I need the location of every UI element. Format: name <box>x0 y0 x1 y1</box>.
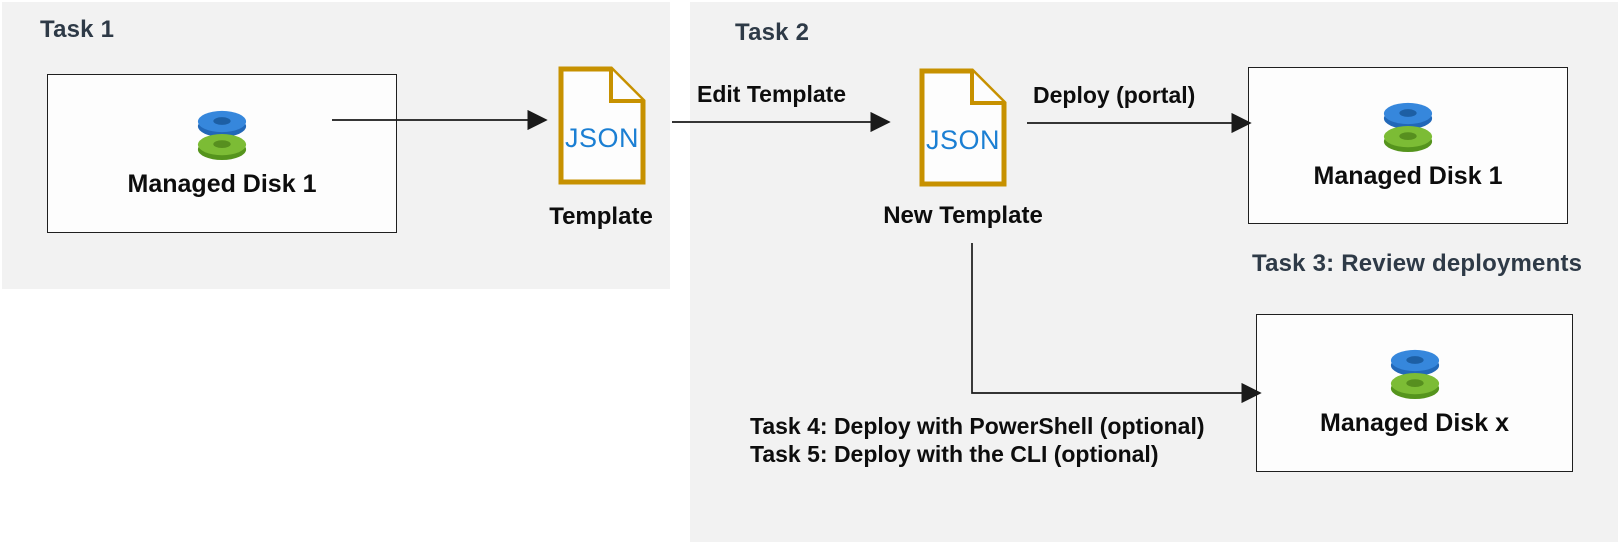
managed-disk-1-box: Managed Disk 1 <box>47 74 397 233</box>
json-template-file-icon: JSON <box>558 66 646 190</box>
task1-heading: Task 1 <box>40 16 115 43</box>
template-caption: Template <box>549 203 653 230</box>
task45-text-block: Task 4: Deploy with PowerShell (optional… <box>750 412 1205 468</box>
json-file-text: JSON <box>926 125 1000 155</box>
managed-disk-icon <box>1383 102 1433 152</box>
task2-heading: Task 2 <box>735 19 810 46</box>
managed-disk-icon <box>197 110 247 160</box>
edit-template-label: Edit Template <box>697 81 847 107</box>
json-file-text: JSON <box>565 123 639 153</box>
managed-disk-x-label: Managed Disk x <box>1320 409 1509 437</box>
managed-disk-1-deployed-label: Managed Disk 1 <box>1313 161 1503 190</box>
deploy-portal-label: Deploy (portal) <box>1033 82 1196 108</box>
new-template-caption: New Template <box>883 202 1043 229</box>
managed-disk-icon <box>1390 349 1439 400</box>
task4-line: Task 4: Deploy with PowerShell (optional… <box>750 413 1205 439</box>
managed-disk-1-label: Managed Disk 1 <box>127 169 317 198</box>
task5-line: Task 5: Deploy with the CLI (optional) <box>750 441 1159 467</box>
task3-heading: Task 3: Review deployments <box>1252 250 1583 277</box>
json-new-template-file-icon: JSON <box>919 68 1007 192</box>
managed-disk-x-box: Managed Disk x <box>1256 314 1573 472</box>
managed-disk-1-deployed-box: Managed Disk 1 <box>1248 67 1568 224</box>
